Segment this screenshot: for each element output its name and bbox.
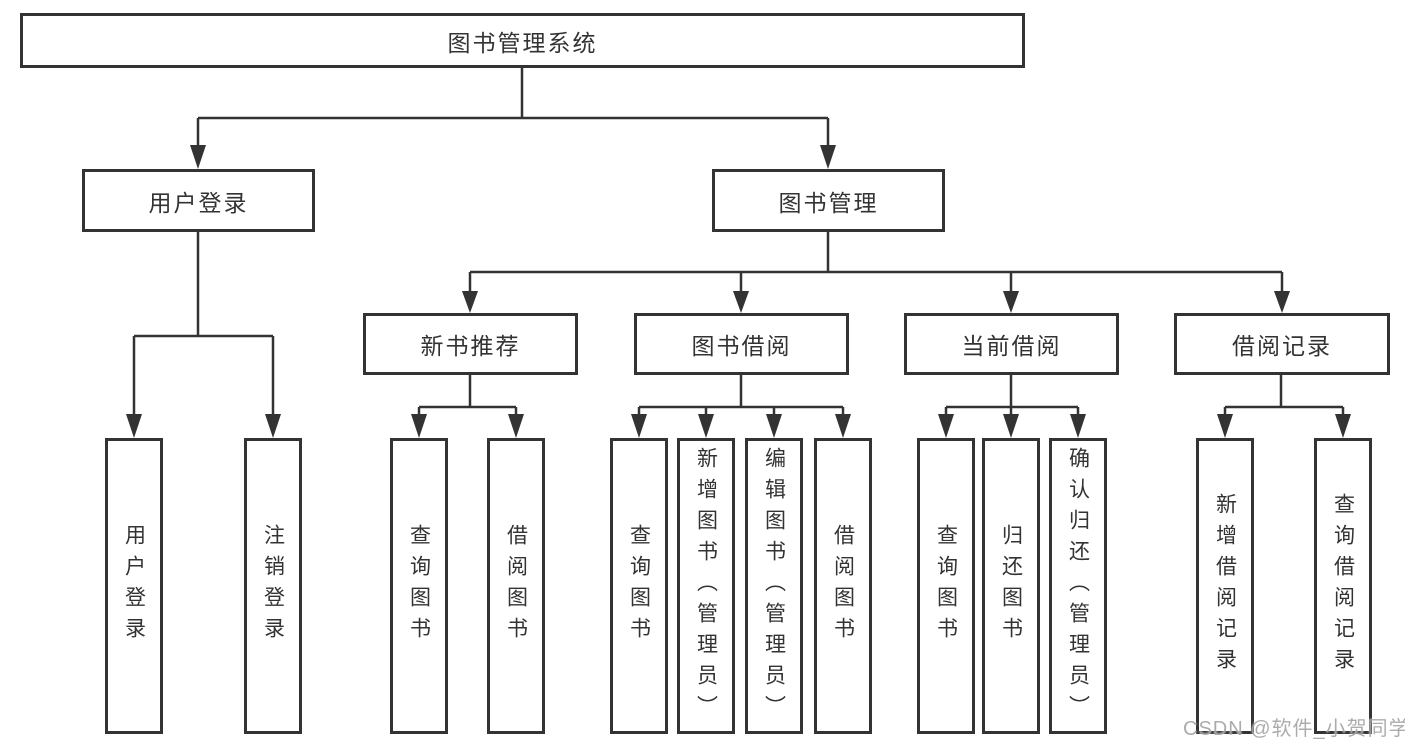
connector-borrowing-to-leaves [637,375,845,418]
leaf-return-books-label: 归还图书 [999,524,1023,648]
node-borrowing-records-label: 借阅记录 [1232,333,1332,359]
leaf-borrow-books-newbook-label: 借阅图书 [504,524,528,648]
arrowhead [1217,414,1233,438]
node-book-borrowing: 图书借阅 [634,313,849,375]
leaf-user-login: 用户登录 [105,438,163,734]
arrowhead [1335,414,1351,438]
leaf-query-borrow-record-label: 查询借阅记录 [1331,493,1355,679]
node-library-system: 图书管理系统 [20,13,1025,68]
leaf-user-login-label: 用户登录 [122,524,146,648]
leaf-return-books: 归还图书 [982,438,1040,734]
connector-records-to-leaves [1223,375,1345,418]
arrowhead [508,414,524,438]
arrowhead [1003,414,1019,438]
arrowhead [631,414,647,438]
leaf-add-books-admin-label: 新增图书（管理员） [694,446,718,726]
arrowhead [265,414,281,438]
leaf-query-books-borrowing-label: 查询图书 [627,524,651,648]
arrowhead [733,291,749,313]
leaf-edit-books-admin-label: 编辑图书（管理员） [762,446,786,726]
arrowhead [190,145,206,169]
arrowhead [835,414,851,438]
leaf-add-borrow-record-label: 新增借阅记录 [1213,493,1237,679]
connector-newbook-to-leaves [417,375,518,418]
arrowhead [462,291,478,313]
arrowhead [411,414,427,438]
connector-userlogin-to-leaves [132,232,275,416]
arrowhead [1274,291,1290,313]
node-user-login-label: 用户登录 [148,189,249,216]
leaf-confirm-return-admin-label: 确认归还（管理员） [1066,446,1090,726]
leaf-logout-label: 注销登录 [261,524,285,648]
node-book-management-label: 图书管理 [778,189,879,216]
connector-current-to-leaves [944,375,1080,418]
node-library-system-label: 图书管理系统 [447,29,598,56]
connector-root-to-level2 [196,68,830,147]
node-book-borrowing-label: 图书借阅 [691,333,792,359]
leaf-borrow-books-label: 借阅图书 [831,524,855,648]
csdn-watermark: CSDN @软件_小贺同学 [1183,718,1405,740]
leaf-query-books-current-label: 查询图书 [934,524,958,648]
arrowhead [938,414,954,438]
leaf-add-borrow-record: 新增借阅记录 [1196,438,1254,734]
arrowhead [1070,414,1086,438]
leaf-confirm-return-admin: 确认归还（管理员） [1049,438,1107,734]
connector-bookmgmt-to-level3 [468,232,1284,293]
arrowhead [126,414,142,438]
leaf-query-books-borrowing: 查询图书 [610,438,668,734]
leaf-borrow-books-newbook: 借阅图书 [487,438,545,734]
node-new-book-recommend-label: 新书推荐 [420,333,521,359]
arrowhead [698,414,714,438]
arrowhead [820,145,836,169]
leaf-borrow-books: 借阅图书 [814,438,872,734]
leaf-query-books-newbook-label: 查询图书 [407,524,431,648]
leaf-query-books-newbook: 查询图书 [390,438,448,734]
node-book-management: 图书管理 [712,169,945,232]
node-borrowing-records: 借阅记录 [1174,313,1390,375]
leaf-edit-books-admin: 编辑图书（管理员） [745,438,803,734]
leaf-logout: 注销登录 [244,438,302,734]
node-current-borrowing-label: 当前借阅 [961,333,1062,359]
node-user-login: 用户登录 [82,169,315,232]
arrowheads [126,145,1351,438]
arrowhead [1003,291,1019,313]
node-new-book-recommend: 新书推荐 [363,313,578,375]
leaf-query-books-current: 查询图书 [917,438,975,734]
node-current-borrowing: 当前借阅 [904,313,1119,375]
leaf-query-borrow-record: 查询借阅记录 [1314,438,1372,734]
arrowhead [766,414,782,438]
leaf-add-books-admin: 新增图书（管理员） [677,438,735,734]
